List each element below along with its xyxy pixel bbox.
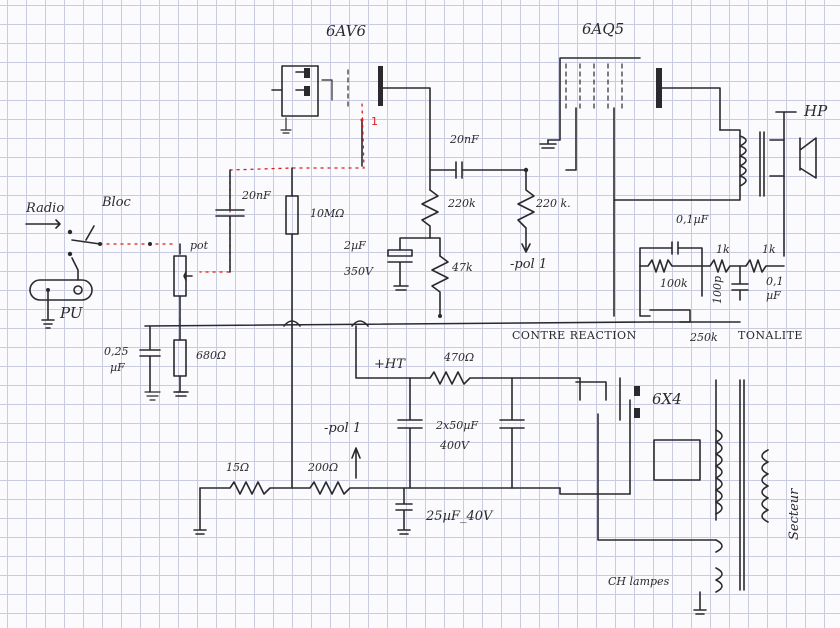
input-pu-label: PU [60,304,83,322]
filter-cap-label-top: 2x50µF [436,419,478,432]
grid-resistor-label: 10MΩ [310,207,345,220]
r200-label: 200Ω [308,461,339,474]
c100p-label: 100p [711,275,724,304]
filter-chain [193,447,561,535]
input-cap [215,169,245,273]
pot-label: pot [190,239,209,252]
ht-label: +HT [374,357,405,372]
tube-6av6 [271,65,431,171]
cathode-resistor-label: 47k [452,261,473,274]
volume-pot [173,243,193,321]
bypass-cap-label-bottom: 350V [344,265,373,278]
tube-6aq5 [539,57,721,317]
c01-label-bottom: µF [766,289,781,302]
tone-network [639,241,785,323]
tone-cap-label: 0,1µF [676,213,709,226]
cathode-network [387,169,449,318]
ch-lampes-label: CH lampes [608,575,670,588]
tube-label-6aq5: 6AQ5 [582,20,625,38]
input-radio-label: Radio [26,201,65,216]
secteur-label: Secteur [787,488,802,540]
grid2-resistor-label: 220 k. [536,197,571,210]
r680-label: 680Ω [196,349,227,362]
output-transformer [613,111,817,257]
plate-resistor-label: 220k [448,197,476,210]
power-transformer [597,379,769,615]
rectifier-label: 6X4 [652,390,682,408]
hp-label: HP [804,102,828,120]
tonalite-label: TONALITE [738,329,803,342]
cap-025-label-top: 0,25 [104,345,129,358]
ground-bus [144,321,651,327]
r1k-a-label: 1k [716,243,730,256]
rectifier-6x4 [559,377,640,495]
cap-025-label-bottom: µF [110,361,125,374]
input-bloc-label: Bloc [102,195,131,210]
ht-rail [355,325,581,489]
pol-label-bottom: -pol 1 [324,421,362,436]
r15-label: 15Ω [226,461,250,474]
marker-label: 1 [371,115,378,128]
grid-resistor [285,167,299,489]
pol-label-top: -pol 1 [510,257,548,272]
coupling-cap-label: 20nF [450,133,479,146]
contre-reaction-label: CONTRE REACTION [512,329,637,342]
bypass-cap-label-top: 2µF [344,239,366,252]
input-switch [25,219,177,281]
filter-cap-label-bottom: 400V [440,439,469,452]
grid-trace-dotted [199,103,365,273]
r470-label: 470Ω [444,351,475,364]
pu-connector [29,279,93,329]
input-cap-label: 20nF [242,189,271,202]
cap-25-label: 25µF_40V [426,509,493,524]
pot-250k-label: 250k [690,331,718,344]
tube-label-6av6: 6AV6 [326,22,367,40]
c01-label-top: 0,1 [766,275,784,288]
r100k-label: 100k [660,277,688,290]
r1k-b-label: 1k [762,243,776,256]
